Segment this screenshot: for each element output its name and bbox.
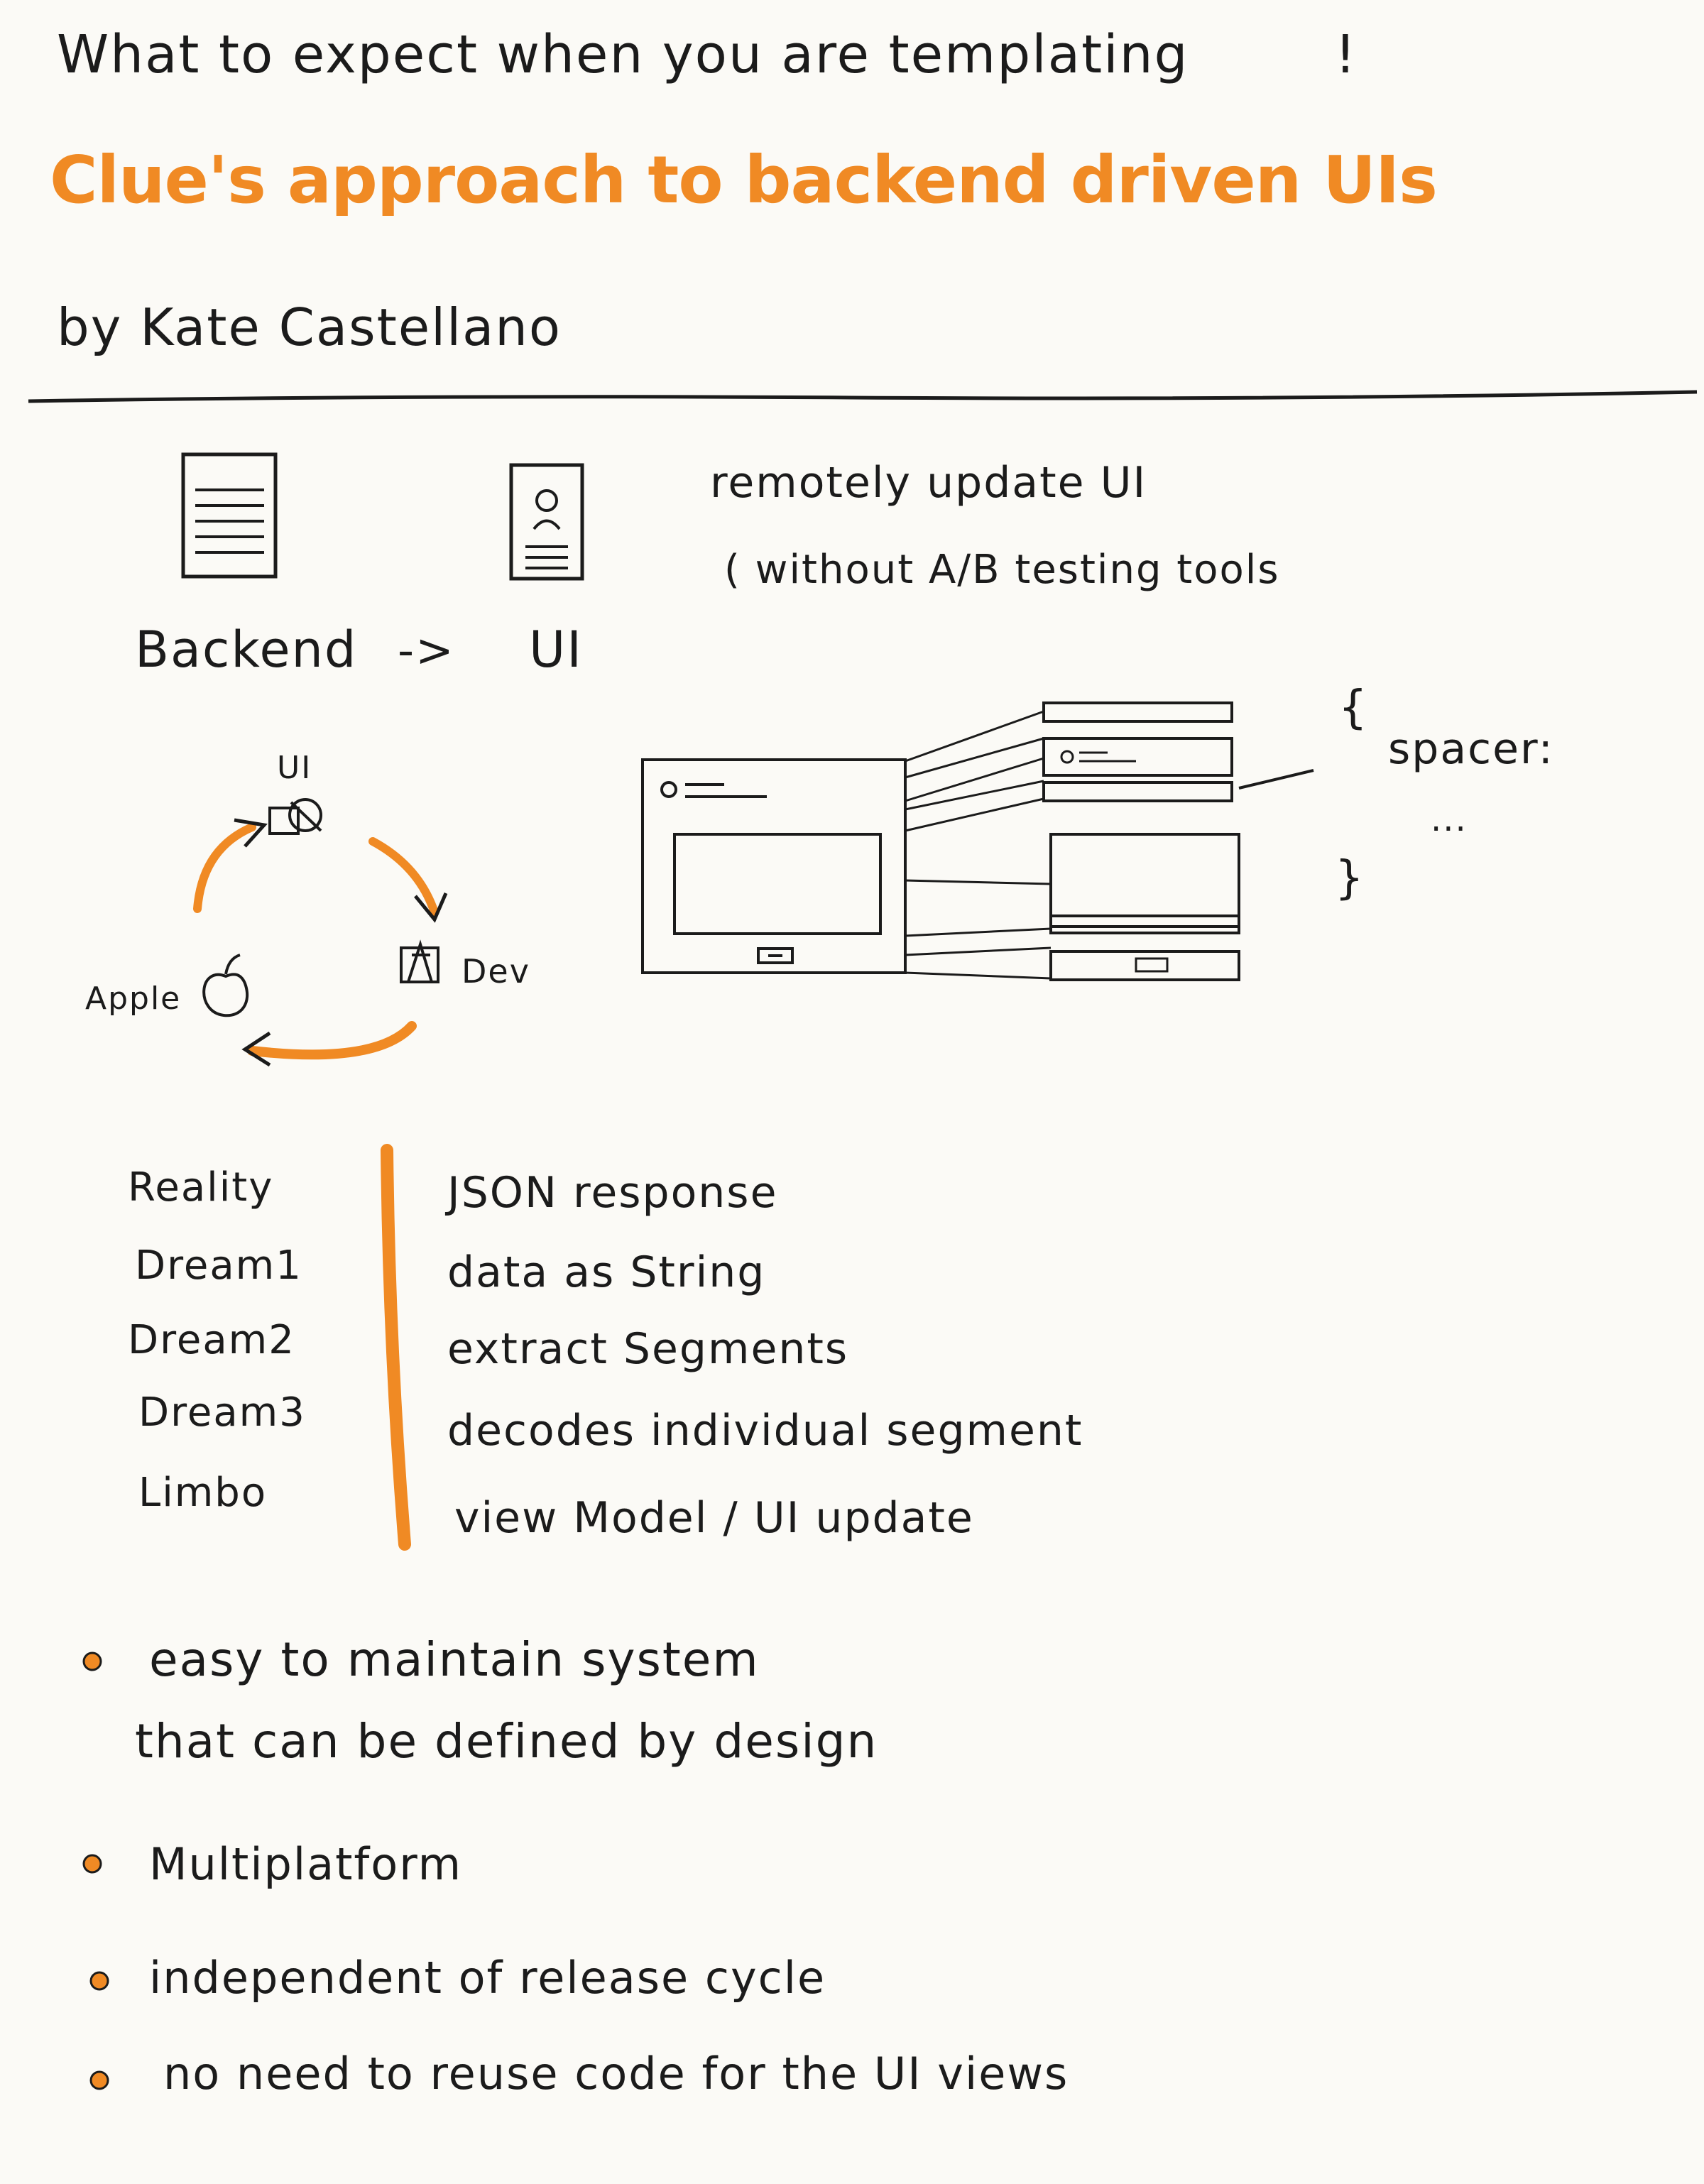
cycle-apple-label: Apple <box>85 981 182 1017</box>
step-decode-segment: decodes individual segment <box>447 1406 1083 1456</box>
benefit-release-cycle: independent of release cycle <box>149 1952 826 2004</box>
step-json-response: JSON response <box>447 1168 778 1218</box>
kicker-text: What to expect when you are templating <box>57 24 1189 85</box>
note-ab-testing: ( without A/B testing tools <box>724 547 1280 593</box>
spacer-close-brace: } <box>1335 852 1365 905</box>
arrow-right-icon: -> <box>398 625 455 677</box>
page-title: Clue's approach to backend driven UIs <box>50 142 1438 218</box>
spacer-dots: ... <box>1431 799 1468 839</box>
benefit-maintain-line2: that can be defined by design <box>135 1714 878 1769</box>
level-dream1: Dream1 <box>135 1243 302 1289</box>
step-viewmodel-update: view Model / UI update <box>454 1493 974 1543</box>
cycle-dev-label: Dev <box>462 952 530 990</box>
backend-label: Backend <box>135 621 358 679</box>
ui-label: UI <box>529 621 583 679</box>
note-remote-update: remotely update UI <box>710 458 1147 508</box>
kicker-exclamation: ! <box>1335 24 1358 85</box>
benefit-multiplatform: Multiplatform <box>149 1838 462 1890</box>
cycle-ui-label: UI <box>277 750 312 786</box>
benefit-no-reuse: no need to reuse code for the UI views <box>163 2048 1069 2100</box>
spacer-open-brace: { <box>1338 682 1369 734</box>
level-dream3: Dream3 <box>138 1389 306 1436</box>
step-extract-segments: extract Segments <box>447 1324 849 1374</box>
benefit-maintain-line1: easy to maintain system <box>149 1632 760 1687</box>
step-data-as-string: data as String <box>447 1247 766 1297</box>
byline: by Kate Castellano <box>57 297 562 357</box>
level-dream2: Dream2 <box>128 1317 295 1363</box>
level-reality: Reality <box>128 1164 274 1211</box>
level-limbo: Limbo <box>138 1470 268 1516</box>
spacer-label: spacer: <box>1388 724 1554 774</box>
